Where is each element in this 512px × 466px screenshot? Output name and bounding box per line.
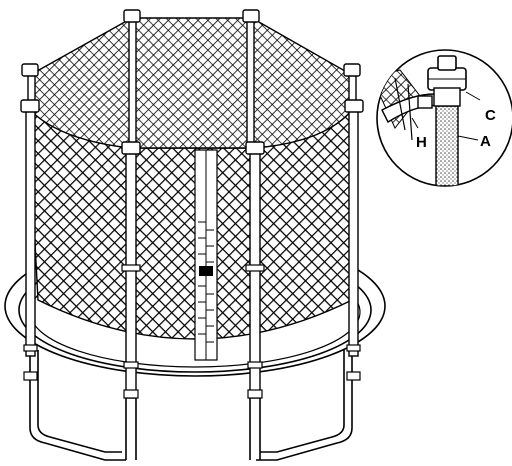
pole-back-right (246, 19, 255, 151)
enclosure-net-top (29, 17, 353, 149)
detail-callout: C H A (376, 49, 512, 187)
pole-front-right (249, 147, 261, 399)
pole-brackets (23, 264, 361, 399)
pole-cap-c (427, 55, 467, 107)
pole-back-left (128, 19, 137, 151)
pole-left (25, 105, 36, 357)
zipper-pull (199, 266, 213, 276)
pole-caps (20, 9, 364, 155)
label-c: C (485, 107, 496, 124)
trampoline-legs (29, 350, 353, 461)
pole-right (348, 105, 359, 357)
entry-zipper (194, 149, 218, 361)
foam-padding-a (435, 105, 459, 186)
label-a: A (480, 133, 491, 150)
pole-front-left (125, 147, 137, 399)
label-h: H (416, 134, 427, 151)
